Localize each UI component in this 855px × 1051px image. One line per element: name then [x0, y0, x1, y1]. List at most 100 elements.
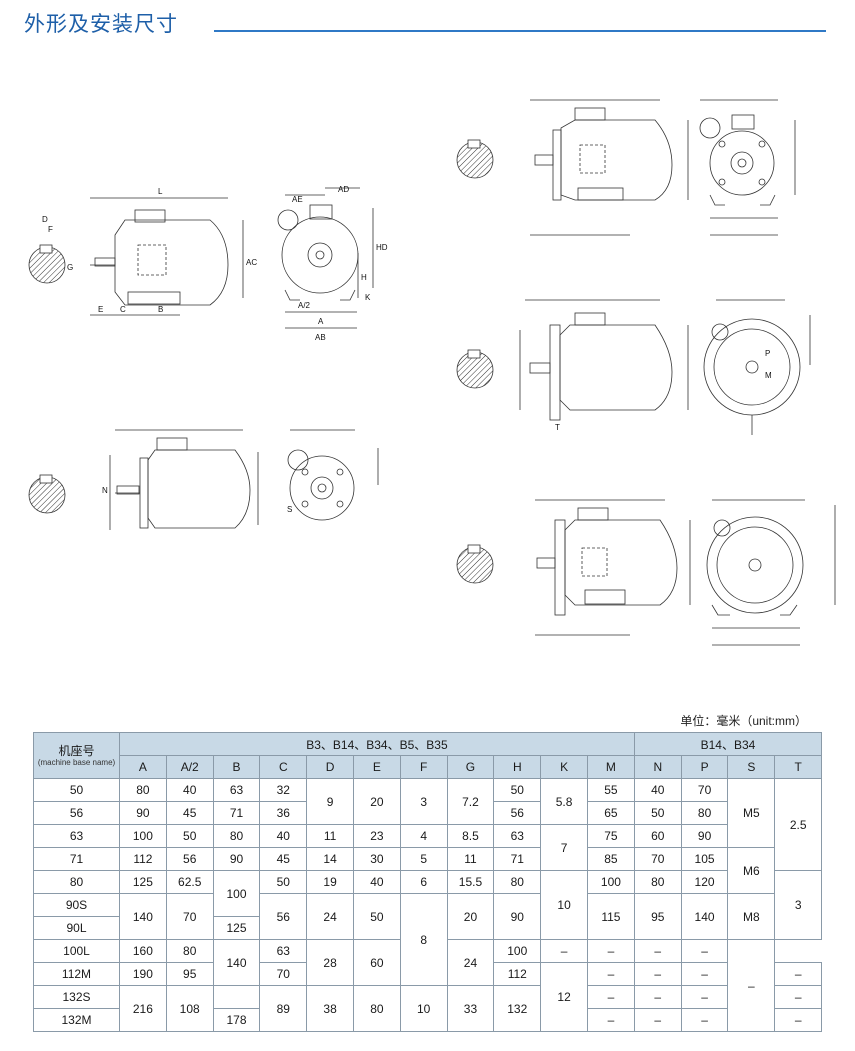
cell: 23	[352, 824, 401, 848]
label-N: N	[102, 486, 108, 495]
col-header: C	[259, 755, 308, 779]
header-base-label-en: (machine base name)	[37, 757, 116, 767]
cell: 7	[540, 824, 588, 871]
cell: 70	[259, 962, 308, 986]
cell: 19	[306, 870, 354, 894]
drawing-foot-mount-side	[28, 197, 244, 316]
cell: 63	[259, 939, 308, 963]
cell: 140	[119, 893, 167, 940]
cell: 3	[399, 778, 448, 825]
cell: M8	[727, 893, 776, 940]
col-header: N	[633, 755, 682, 779]
cell: 71	[493, 847, 542, 871]
cell: M5	[727, 778, 776, 848]
cell: 33	[446, 985, 495, 1032]
col-header: A	[119, 755, 167, 779]
cell: 80	[165, 939, 214, 963]
cell: –	[727, 939, 776, 1032]
cell: 12	[540, 962, 588, 1032]
cell: 10	[540, 870, 588, 940]
cell: –	[774, 985, 823, 1009]
cell: 90	[119, 801, 167, 825]
col-header: K	[540, 755, 588, 779]
cell: 89	[259, 985, 308, 1032]
cell: –	[680, 962, 729, 986]
cell: 90	[493, 893, 542, 940]
cell: 3	[774, 870, 823, 940]
page-title: 外形及安装尺寸	[24, 12, 178, 36]
cell: 50	[259, 870, 308, 894]
cell: 100	[119, 824, 167, 848]
cell: 5	[399, 847, 448, 871]
drawing-b5-end	[703, 299, 811, 435]
cell: 100	[212, 870, 261, 917]
col-header: M	[586, 755, 635, 779]
label-L: L	[158, 187, 163, 196]
cell: –	[680, 985, 729, 1009]
table-row: 132S 216 108 89 38 80 10 33 132 – – – –	[33, 985, 823, 1032]
cell: 45	[259, 847, 308, 871]
label-AD: AD	[338, 185, 349, 194]
cell: 14	[306, 847, 354, 871]
cell: 132	[493, 985, 542, 1032]
drawing-b34-end	[699, 99, 796, 236]
cell: 30	[352, 847, 401, 871]
cell: –	[774, 1008, 823, 1032]
cell: 125	[212, 916, 261, 940]
col-header: E	[352, 755, 401, 779]
label-S: S	[287, 505, 292, 514]
cell: 62.5	[165, 870, 214, 894]
cell: 140	[680, 893, 729, 940]
cell: 108	[165, 985, 214, 1032]
cell: 38	[306, 985, 354, 1032]
cell: 8	[399, 893, 448, 986]
cell: 105	[680, 847, 729, 871]
label-G: G	[67, 263, 73, 272]
label-D: D	[42, 215, 48, 224]
cell: 40	[352, 870, 401, 894]
label-H: H	[361, 273, 367, 282]
table-row: 90S 140 70 56 24 50 8 20 90 115 95 140 M…	[33, 893, 822, 986]
cell: –	[540, 939, 588, 963]
cell: 85	[586, 847, 635, 871]
cell: 5.8	[540, 778, 588, 825]
cell: –	[586, 985, 635, 1009]
label-AB: AB	[315, 333, 326, 342]
cell: 40	[633, 778, 682, 802]
table-row: 80 125 62.5 100 50 19 40 6 15.5 80 10 10…	[33, 870, 823, 940]
cell: 100	[493, 939, 542, 963]
cell: 112	[493, 962, 542, 986]
cell: 90	[680, 824, 729, 848]
header-group2: B14、B34	[633, 732, 823, 756]
col-header: H	[493, 755, 542, 779]
col-header: F	[399, 755, 448, 779]
cell: 20	[446, 893, 495, 940]
cell: 40	[165, 778, 214, 802]
cell: –	[633, 985, 682, 1009]
cell: 2.5	[774, 778, 823, 871]
cell: 70	[680, 778, 729, 802]
drawing-b34-side	[456, 99, 689, 236]
cell-base: 50	[33, 778, 120, 802]
cell: –	[586, 962, 635, 986]
cell-base: 100L	[33, 939, 120, 963]
col-header: D	[306, 755, 354, 779]
cell-base: 90L	[33, 916, 120, 940]
cell: 140	[212, 939, 261, 986]
header-base-label: 机座号	[58, 743, 95, 758]
cell: 32	[259, 778, 308, 802]
cell: –	[680, 1008, 729, 1032]
cell: 80	[493, 870, 542, 894]
drawing-foot-mount-end	[277, 187, 374, 329]
cell-base: 112M	[33, 962, 120, 986]
cell: 56	[259, 893, 308, 940]
cell: 40	[259, 824, 308, 848]
cell: 55	[586, 778, 635, 802]
cell: 80	[212, 824, 261, 848]
label-E: E	[98, 305, 103, 314]
cell-base: 132M	[33, 1008, 120, 1032]
col-header: P	[680, 755, 729, 779]
label-A: A	[318, 317, 324, 326]
label-B: B	[158, 305, 163, 314]
cell: 7.2	[446, 778, 495, 825]
